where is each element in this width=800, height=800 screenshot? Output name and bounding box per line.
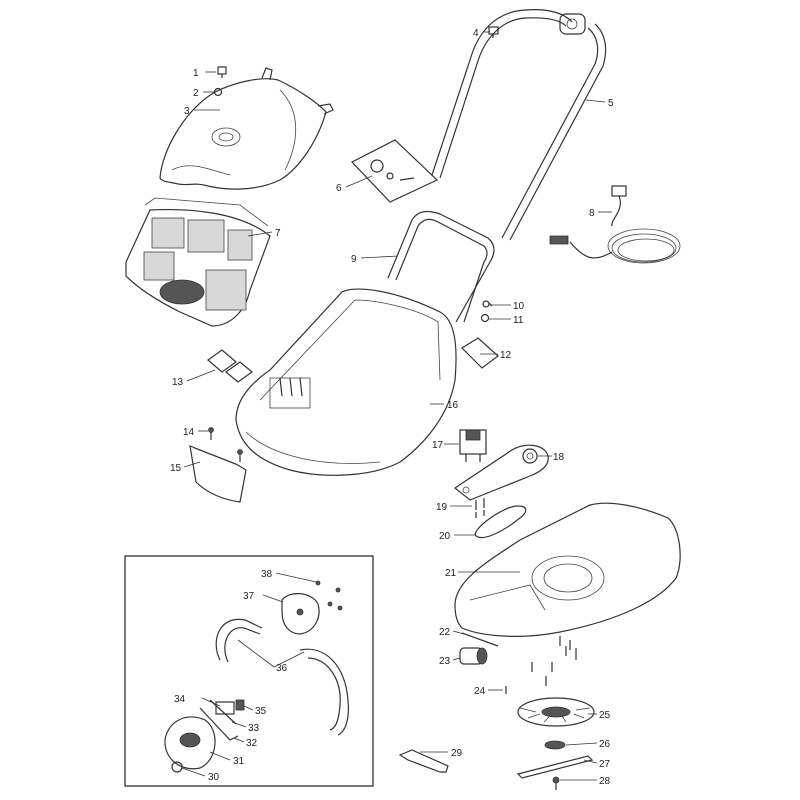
part-32-33-lever xyxy=(199,699,239,741)
callout-12: 12 xyxy=(500,350,512,361)
callout-33: 33 xyxy=(248,723,260,734)
callout-10: 10 xyxy=(513,301,525,312)
part-10-handle-bolt xyxy=(482,300,493,308)
part-38-screws xyxy=(315,580,343,611)
callout-7: 7 xyxy=(275,228,281,239)
part-9-lower-handle xyxy=(387,210,495,323)
callout-16: 16 xyxy=(447,400,459,411)
callout-27: 27 xyxy=(599,759,611,770)
part-30-knob xyxy=(171,761,183,773)
part-15-flap xyxy=(189,445,247,503)
part-23-motor xyxy=(459,647,488,665)
callout-6: 6 xyxy=(336,183,342,194)
callout-21: 21 xyxy=(445,568,457,579)
part-3-cover xyxy=(159,67,334,190)
part-11-handle-nut xyxy=(480,313,490,323)
part-20-belt xyxy=(474,505,527,539)
callout-26: 26 xyxy=(599,739,611,750)
callout-1: 1 xyxy=(193,68,199,79)
callout-15: 15 xyxy=(170,463,182,474)
part-37-switch-housing xyxy=(281,593,320,635)
part-21-base xyxy=(454,502,681,637)
callout-24: 24 xyxy=(474,686,486,697)
part-19-screws xyxy=(475,498,485,518)
callout-23: 23 xyxy=(439,656,451,667)
callout-36: 36 xyxy=(276,663,288,674)
part-36-handle-grips xyxy=(215,618,350,736)
part-16-deck xyxy=(235,288,457,476)
callout-22: 22 xyxy=(439,627,451,638)
part-13-labels xyxy=(207,349,253,383)
callout-34: 34 xyxy=(174,694,186,705)
callout-14: 14 xyxy=(183,427,195,438)
callout-18: 18 xyxy=(553,452,565,463)
part-27-blade xyxy=(516,755,594,779)
part-1-knob xyxy=(217,66,227,78)
callout-37: 37 xyxy=(243,591,255,602)
callout-11: 11 xyxy=(513,315,524,326)
callout-35: 35 xyxy=(255,706,267,717)
callout-5: 5 xyxy=(608,98,614,109)
part-34-35-switch xyxy=(215,699,245,715)
callout-19: 19 xyxy=(436,502,448,513)
part-29-spanner xyxy=(398,749,449,773)
callout-29: 29 xyxy=(451,748,463,759)
part-25-fan xyxy=(517,697,595,727)
callout-25: 25 xyxy=(599,710,611,721)
part-26-spacer xyxy=(544,740,566,750)
callout-38: 38 xyxy=(261,569,273,580)
part-14-screw xyxy=(208,427,243,462)
part-24-screws xyxy=(505,636,577,694)
part-7-grass-box xyxy=(125,197,271,327)
callout-labels: 1 2 3 4 5 6 7 8 9 10 11 12 13 14 15 16 1… xyxy=(170,28,614,787)
callout-32: 32 xyxy=(246,738,258,749)
part-22-shaft xyxy=(461,632,499,647)
callout-31: 31 xyxy=(233,756,245,767)
part-5-upper-handle xyxy=(431,9,607,241)
callout-2: 2 xyxy=(193,88,199,99)
inset-handle-detail-frame xyxy=(124,555,374,787)
callout-8: 8 xyxy=(589,208,595,219)
callout-4: 4 xyxy=(473,28,479,39)
callout-13: 13 xyxy=(172,377,184,388)
part-12-label xyxy=(461,337,499,369)
callout-20: 20 xyxy=(439,531,451,542)
leader-lines xyxy=(181,31,612,781)
callout-30: 30 xyxy=(208,772,220,783)
part-31-control-housing xyxy=(164,716,216,770)
part-17-switch-box xyxy=(459,429,487,462)
callout-3: 3 xyxy=(184,106,190,117)
callout-17: 17 xyxy=(432,440,444,451)
part-6-fixing-kit xyxy=(351,139,439,203)
part-28-blade-bolt xyxy=(552,776,560,790)
callout-28: 28 xyxy=(599,776,611,787)
part-8-power-cable xyxy=(549,185,681,264)
callout-9: 9 xyxy=(351,254,357,265)
